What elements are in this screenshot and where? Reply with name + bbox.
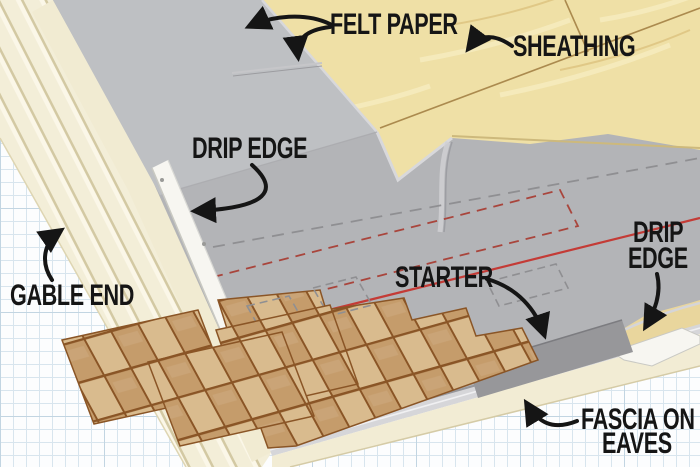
felt-curled-edge xyxy=(375,131,453,183)
felt-shadow-on-wood xyxy=(451,135,700,149)
sheathing-seam-short xyxy=(564,0,589,53)
drip-edge-right-label-line2: EDGE xyxy=(628,242,688,275)
starter-shingle xyxy=(468,320,633,398)
felt-curl-crease xyxy=(437,141,451,233)
drip-edge-nail xyxy=(202,242,206,246)
felt-paper-label: FELT PAPER xyxy=(330,8,458,41)
drip-edge-right-label-line1: DRIP xyxy=(633,216,684,249)
wood-grain-dark xyxy=(449,0,691,71)
callout-arrows xyxy=(36,5,668,428)
felt-course-guide-dashed xyxy=(212,157,700,248)
felt-paper-arrow-left xyxy=(244,5,332,30)
felt-curl-shade xyxy=(443,141,453,233)
fascia-board xyxy=(272,334,700,467)
fascia-arrow xyxy=(523,398,579,428)
sheathing-label: SHEATHING xyxy=(513,30,636,63)
shingle-guide-dashed xyxy=(245,295,307,335)
felt-upper-sheet-seam xyxy=(161,131,378,195)
felt-second-sheet-edge xyxy=(231,62,323,74)
starter-arrow xyxy=(485,277,550,340)
drip-edge-right-arrow xyxy=(643,272,668,332)
drip-edge-left-arrow xyxy=(190,163,268,224)
corner-drip-edge-piece xyxy=(610,327,700,367)
gable-end-label: GABLE END xyxy=(10,279,134,312)
fascia-bottom-edge xyxy=(289,365,700,467)
loose-shingles xyxy=(60,304,359,447)
sheathing-arrow xyxy=(465,24,514,53)
siding-bottom-edge xyxy=(0,137,187,467)
gable-end-arrow xyxy=(36,227,65,282)
drip-edge-left-label: DRIP EDGE xyxy=(192,132,308,165)
fascia-label-line1: FASCIA ON xyxy=(581,403,695,436)
sheathing-seam-long xyxy=(379,7,700,129)
loose-shingle xyxy=(146,331,316,447)
felt-paper-arrow-down xyxy=(282,25,332,62)
shingle-guide-dashed xyxy=(485,263,570,307)
starter-label: STARTER xyxy=(395,261,493,294)
drip-edge-nail xyxy=(160,178,164,182)
fascia-label-line2: EAVES xyxy=(602,427,672,460)
felt-second-sheet-shadow xyxy=(232,65,323,77)
wood-grain-light xyxy=(339,0,689,113)
